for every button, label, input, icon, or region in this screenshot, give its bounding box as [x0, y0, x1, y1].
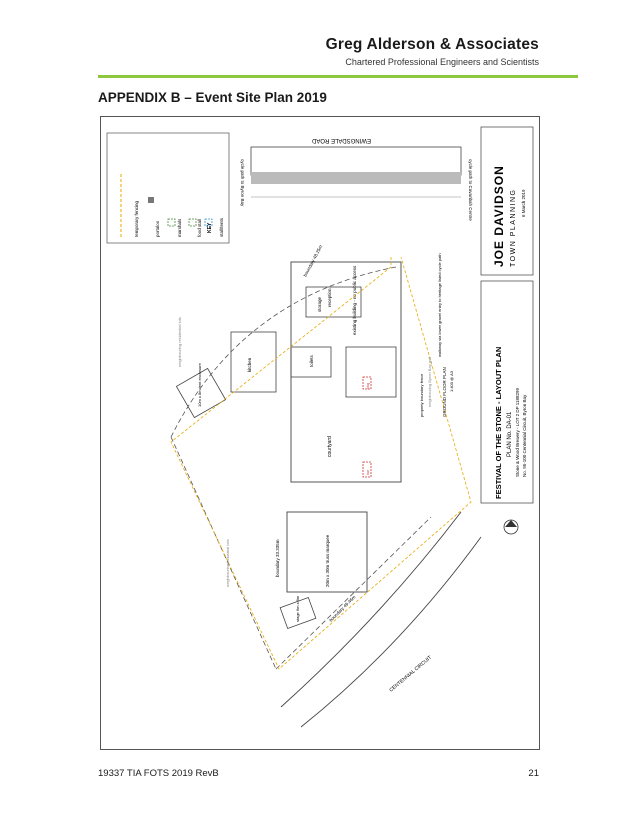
title-block: JOE DAVIDSON TOWN PLANNING 6 March 2019 …	[480, 126, 534, 504]
label-stage: stage 6m x 8m	[295, 595, 300, 622]
label-neighbouring-3: neighbouring Byron Bay golf	[427, 356, 432, 407]
label-boundary-left: boundary 33.335m	[275, 539, 280, 577]
north-arrow-icon	[503, 519, 519, 535]
plan-key: KEY temporary fencing portaloo marshals …	[106, 132, 230, 244]
label-ground-floor: GROUND FLOOR PLAN	[442, 367, 447, 417]
label-scale: 1:400 @ A3	[449, 370, 454, 392]
key-item-fencing: temporary fencing	[134, 200, 139, 237]
label-storage: storage	[317, 296, 322, 312]
firm-sub: TOWN PLANNING	[510, 189, 517, 268]
plan-number: PLAN No. DA-01	[507, 411, 513, 457]
plan-date: 6 March 2019	[521, 189, 526, 217]
header-rule	[98, 75, 578, 78]
label-toilets: toilets	[309, 354, 314, 367]
label-courtyard: courtyard	[327, 436, 333, 457]
key-title: KEY	[207, 222, 213, 233]
label-kitchen: kitchen	[247, 357, 252, 372]
firm-name: JOE DAVIDSON	[492, 165, 506, 267]
label-neighbouring-1: neighbouring residential lots	[177, 317, 182, 367]
label-existing-building: existing building - no public access	[352, 265, 357, 335]
label-boundary-bottom: boundary 49.46m	[328, 594, 356, 622]
label-marquee: 20m x 30m truss marquee	[325, 534, 330, 587]
main-building: reception storage toilets kitchen courty…	[230, 261, 402, 483]
site-plan: KEY temporary fencing portaloo marshals …	[100, 116, 540, 750]
key-item-food-stall: food stall	[197, 219, 202, 237]
key-item-marshals: marshals	[177, 218, 182, 237]
company-name: Greg Alderson & Associates	[325, 36, 539, 53]
site-address: No. 95-100 Centennial Circuit, Byron Bay	[522, 394, 527, 477]
tent-enclosure: 10m x 8m tent enclosure	[175, 362, 227, 419]
stage: stage 6m x 8m	[279, 595, 317, 629]
marquee: 20m x 30m truss marquee	[286, 511, 368, 593]
label-boundary-top: boundary 48.25m	[302, 244, 323, 277]
ewingsdale-road: EWINGSDALE ROAD cycle path to Byron Bay …	[240, 137, 473, 221]
label-property-boundary: property boundary fence	[419, 373, 424, 417]
label-bbq: bbq	[366, 383, 370, 389]
label-bar: bar	[366, 469, 370, 475]
company-subtitle: Chartered Professional Engineers and Sci…	[345, 57, 539, 67]
site-plan-drawing: KEY temporary fencing portaloo marshals …	[106, 126, 534, 728]
label-neighbouring-2: neighbouring industrial lots	[225, 539, 230, 587]
footer-doc-ref: 19337 TIA FOTS 2019 RevB	[98, 768, 219, 779]
cycle-path-left: cycle path to Byron Bay	[240, 159, 245, 207]
label-tent: 10m x 8m tent enclosure	[197, 362, 202, 407]
road-label-ewingsdale: EWINGSDALE ROAD	[311, 137, 371, 143]
centennial-circuit: CENTENNIAL CIRCUIT	[280, 511, 482, 728]
cycle-path-right: cycle path to Cavanbah Centre	[468, 159, 473, 221]
road-label-centennial: CENTENNIAL CIRCUIT	[388, 655, 433, 694]
client-name: Stone & Wood Brewery - LOT 2 DP 1188299	[515, 388, 520, 477]
page-title: APPENDIX B – Event Site Plan 2019	[98, 90, 327, 105]
label-walkway: walkway via lower gravel entry to herita…	[437, 253, 442, 357]
footer-page-number: 21	[528, 768, 539, 779]
key-item-portaloo: portaloo	[155, 220, 160, 237]
label-reception: reception	[327, 288, 332, 307]
key-item-stall-tents: stall/tents	[219, 217, 224, 237]
project-title: FESTIVAL OF THE STONE - LAYOUT PLAN	[494, 347, 503, 499]
